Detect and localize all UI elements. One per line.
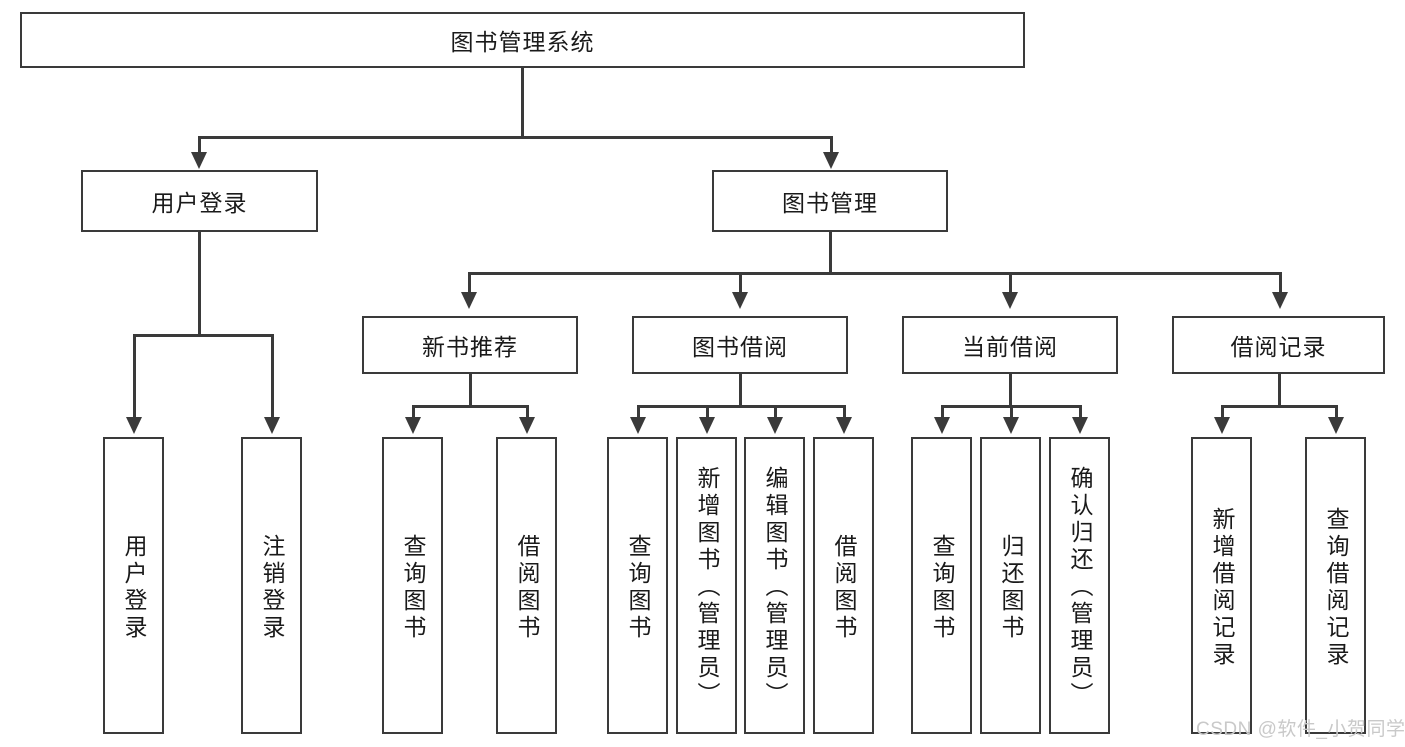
edge-book-borrow-bar <box>637 405 845 408</box>
node-label: 借阅图书 <box>831 533 857 642</box>
arrowhead-leaf-query-book-1 <box>405 417 421 434</box>
arrowhead-leaf-query-book-3 <box>934 417 950 434</box>
edge-user-login-bar <box>133 334 273 337</box>
edge-borrow-record-drop-1 <box>1221 405 1224 419</box>
node-borrowing-records[interactable]: 借阅记录 <box>1172 316 1385 374</box>
edge-new-book-rec-stem <box>469 374 472 407</box>
leaf-query-book-borrowing[interactable]: 查询图书 <box>607 437 668 734</box>
edge-current-borrow-drop-1 <box>941 405 944 419</box>
node-label: 用户登录 <box>121 533 147 642</box>
edge-root-to-book-manage <box>830 136 833 154</box>
leaf-user-login[interactable]: 用户登录 <box>103 437 164 734</box>
leaf-borrow-book-recommendation[interactable]: 借阅图书 <box>496 437 557 734</box>
node-label: 新增图书（管理员） <box>694 466 720 709</box>
node-label: 归还图书 <box>998 533 1024 642</box>
node-label: 借阅记录 <box>1230 334 1327 360</box>
arrowhead-leaf-return-book <box>1003 417 1019 434</box>
edge-book-manage-stem <box>829 232 832 274</box>
node-label: 查询图书 <box>400 533 426 642</box>
arrowhead-leaf-add-book <box>699 417 715 434</box>
arrowhead-leaf-edit-book <box>767 417 783 434</box>
leaf-edit-book-admin[interactable]: 编辑图书（管理员） <box>744 437 805 734</box>
arrowhead-new-book-rec <box>461 292 477 309</box>
leaf-return-book[interactable]: 归还图书 <box>980 437 1041 734</box>
node-label: 当前借阅 <box>962 334 1058 360</box>
arrowhead-current-borrow <box>1002 292 1018 309</box>
node-label: 新书推荐 <box>422 334 518 360</box>
leaf-confirm-return-admin[interactable]: 确认归还（管理员） <box>1049 437 1110 734</box>
arrowhead-book-manage <box>823 152 839 169</box>
edge-book-manage-drop-1 <box>468 272 471 294</box>
arrowhead-leaf-add-record <box>1214 417 1230 434</box>
arrowhead-leaf-user-login <box>126 417 142 434</box>
node-label: 图书借阅 <box>692 334 788 360</box>
node-new-book-recommendation[interactable]: 新书推荐 <box>362 316 578 374</box>
arrowhead-leaf-borrow-book-1 <box>519 417 535 434</box>
node-label: 借阅图书 <box>514 533 540 642</box>
node-label: 确认归还（管理员） <box>1067 466 1093 709</box>
edge-new-book-rec-drop-2 <box>526 405 529 419</box>
leaf-query-borrow-record[interactable]: 查询借阅记录 <box>1305 437 1366 734</box>
arrowhead-user-login <box>191 152 207 169</box>
node-label: 编辑图书（管理员） <box>762 466 788 709</box>
node-book-management-system[interactable]: 图书管理系统 <box>20 12 1025 68</box>
leaf-add-book-admin[interactable]: 新增图书（管理员） <box>676 437 737 734</box>
arrowhead-leaf-query-book-2 <box>630 417 646 434</box>
arrowhead-leaf-borrow-book-2 <box>836 417 852 434</box>
edge-book-manage-bar <box>468 272 1281 275</box>
edge-book-borrow-stem <box>739 374 742 407</box>
arrowhead-book-borrow <box>732 292 748 309</box>
node-label: 查询借阅记录 <box>1323 506 1349 669</box>
edge-new-book-rec-bar <box>412 405 528 408</box>
edge-book-manage-drop-3 <box>1009 272 1012 294</box>
edge-current-borrow-drop-3 <box>1079 405 1082 419</box>
node-label: 图书管理 <box>782 190 878 216</box>
edge-borrow-record-bar <box>1221 405 1337 408</box>
edge-borrow-record-stem <box>1278 374 1281 407</box>
edge-current-borrow-drop-2 <box>1010 405 1013 419</box>
arrowhead-leaf-query-record <box>1328 417 1344 434</box>
edge-book-borrow-drop-2 <box>706 405 709 419</box>
leaf-logout-login[interactable]: 注销登录 <box>241 437 302 734</box>
edge-book-manage-drop-2 <box>739 272 742 294</box>
node-label: 用户登录 <box>151 190 248 216</box>
edge-user-login-stem <box>198 232 201 336</box>
leaf-query-book-recommendation[interactable]: 查询图书 <box>382 437 443 734</box>
node-label: 新增借阅记录 <box>1209 506 1235 669</box>
edge-borrow-record-drop-2 <box>1335 405 1338 419</box>
edge-book-borrow-drop-1 <box>637 405 640 419</box>
edge-book-borrow-drop-3 <box>774 405 777 419</box>
node-user-login[interactable]: 用户登录 <box>81 170 318 232</box>
edge-new-book-rec-drop-1 <box>412 405 415 419</box>
node-current-borrowing[interactable]: 当前借阅 <box>902 316 1118 374</box>
node-label: 图书管理系统 <box>450 29 595 55</box>
node-book-management[interactable]: 图书管理 <box>712 170 948 232</box>
node-label: 注销登录 <box>259 533 285 642</box>
arrowhead-leaf-confirm-return <box>1072 417 1088 434</box>
leaf-query-book-current[interactable]: 查询图书 <box>911 437 972 734</box>
node-label: 查询图书 <box>929 533 955 642</box>
arrowhead-leaf-logout-login <box>264 417 280 434</box>
edge-user-login-drop-1 <box>133 334 136 419</box>
edge-current-borrow-stem <box>1009 374 1012 407</box>
edge-root-bar <box>198 136 832 139</box>
edge-book-manage-drop-4 <box>1279 272 1282 294</box>
edge-book-borrow-drop-4 <box>843 405 846 419</box>
leaf-add-borrow-record[interactable]: 新增借阅记录 <box>1191 437 1252 734</box>
leaf-borrow-book-borrowing[interactable]: 借阅图书 <box>813 437 874 734</box>
node-book-borrowing[interactable]: 图书借阅 <box>632 316 848 374</box>
edge-user-login-drop-2 <box>271 334 274 419</box>
watermark-text: CSDN @软件_小贺同学 <box>1196 719 1405 740</box>
node-label: 查询图书 <box>625 533 651 642</box>
arrowhead-borrow-record <box>1272 292 1288 309</box>
edge-root-to-user-login <box>198 136 201 154</box>
edge-root-stem <box>521 68 524 138</box>
